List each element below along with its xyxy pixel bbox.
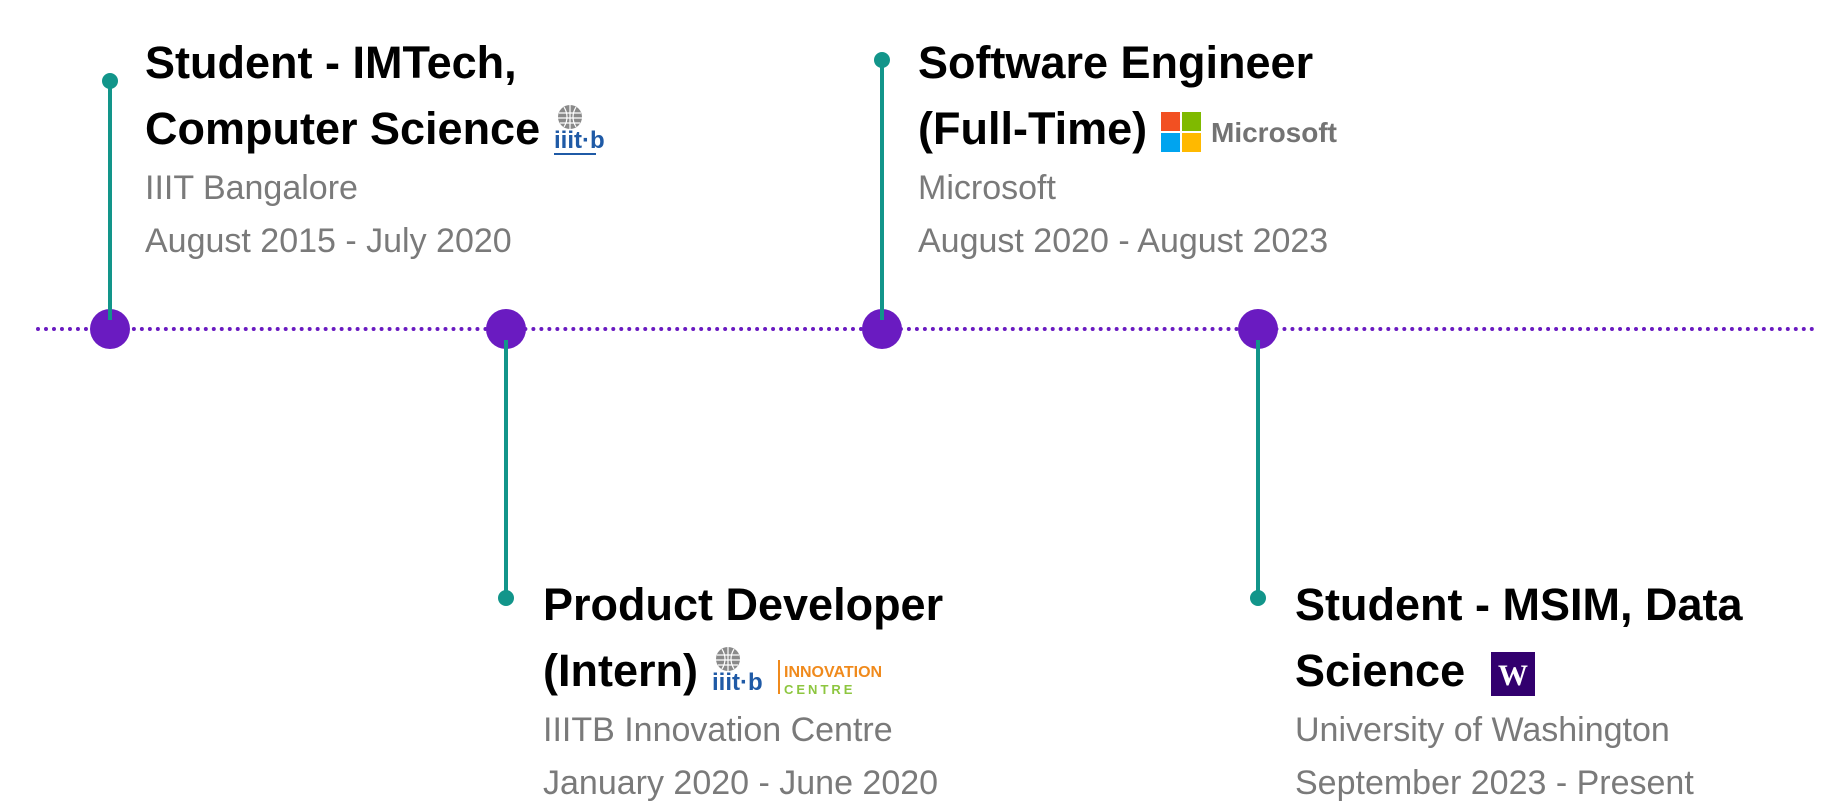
stem-dot-2 bbox=[498, 590, 514, 606]
microsoft-logo: Microsoft bbox=[1161, 110, 1347, 154]
svg-text:W: W bbox=[1498, 659, 1528, 692]
entry-title-line1: Student - MSIM, Data bbox=[1295, 579, 1743, 630]
iiitb-logo: iiit·b bbox=[554, 104, 624, 160]
svg-text:iiit·b: iiit·b bbox=[554, 127, 605, 154]
stem-dot-3 bbox=[874, 52, 890, 68]
timeline-entry-product-developer: Product Developer (Intern) iiit·b INNOVA… bbox=[543, 572, 943, 810]
svg-text:CENTRE: CENTRE bbox=[784, 682, 855, 697]
timeline-stem-4 bbox=[1256, 340, 1260, 598]
stem-dot-1 bbox=[102, 73, 118, 89]
entry-title-line2: Science bbox=[1295, 645, 1466, 696]
entry-organization: IIITB Innovation Centre bbox=[543, 711, 893, 749]
timeline-entry-msim: Student - MSIM, Data Science W Universit… bbox=[1295, 572, 1743, 810]
entry-title: Product Developer bbox=[543, 572, 943, 638]
timeline-stem-1 bbox=[108, 80, 112, 320]
entry-organization: IIIT Bangalore bbox=[145, 169, 358, 207]
entry-dates: August 2015 - July 2020 bbox=[145, 222, 512, 260]
timeline-entry-software-engineer: Software Engineer (Full-Time) Microsoft … bbox=[918, 30, 1347, 268]
timeline-entry-imtech: Student - IMTech, Computer Science iiit·… bbox=[145, 30, 624, 268]
entry-title: Student - IMTech, bbox=[145, 30, 624, 96]
entry-title: Student - MSIM, Data bbox=[1295, 572, 1743, 638]
stem-dot-4 bbox=[1250, 590, 1266, 606]
entry-title: Science W bbox=[1295, 638, 1743, 704]
timeline-stem-2 bbox=[504, 340, 508, 598]
entry-title-line1: Software Engineer bbox=[918, 37, 1314, 88]
entry-dates: September 2023 - Present bbox=[1295, 764, 1694, 802]
entry-title-line2: Computer Science bbox=[145, 103, 541, 154]
entry-title: Software Engineer bbox=[918, 30, 1347, 96]
entry-dates: January 2020 - June 2020 bbox=[543, 764, 939, 802]
entry-organization: Microsoft bbox=[918, 169, 1056, 207]
timeline-stem-3 bbox=[880, 60, 884, 320]
entry-title: Computer Science iiit·b bbox=[145, 96, 624, 162]
timeline-axis bbox=[36, 327, 1816, 331]
entry-organization: University of Washington bbox=[1295, 711, 1670, 749]
entry-dates: August 2020 - August 2023 bbox=[918, 222, 1329, 260]
entry-title-line1: Product Developer bbox=[543, 579, 944, 630]
svg-text:iiit·b: iiit·b bbox=[712, 669, 763, 696]
iiitb-innovation-centre-logo: iiit·b INNOVATION CENTRE bbox=[712, 646, 898, 702]
entry-title-line2: (Intern) bbox=[543, 645, 698, 696]
entry-title-line1: Student - IMTech, bbox=[145, 37, 517, 88]
entry-title: (Full-Time) Microsoft bbox=[918, 96, 1347, 162]
uw-logo: W bbox=[1491, 652, 1536, 697]
svg-text:INNOVATION: INNOVATION bbox=[784, 664, 882, 681]
entry-title: (Intern) iiit·b INNOVATION CENTRE bbox=[543, 638, 943, 704]
entry-title-line2: (Full-Time) bbox=[918, 103, 1148, 154]
svg-text:Microsoft: Microsoft bbox=[1211, 117, 1337, 148]
